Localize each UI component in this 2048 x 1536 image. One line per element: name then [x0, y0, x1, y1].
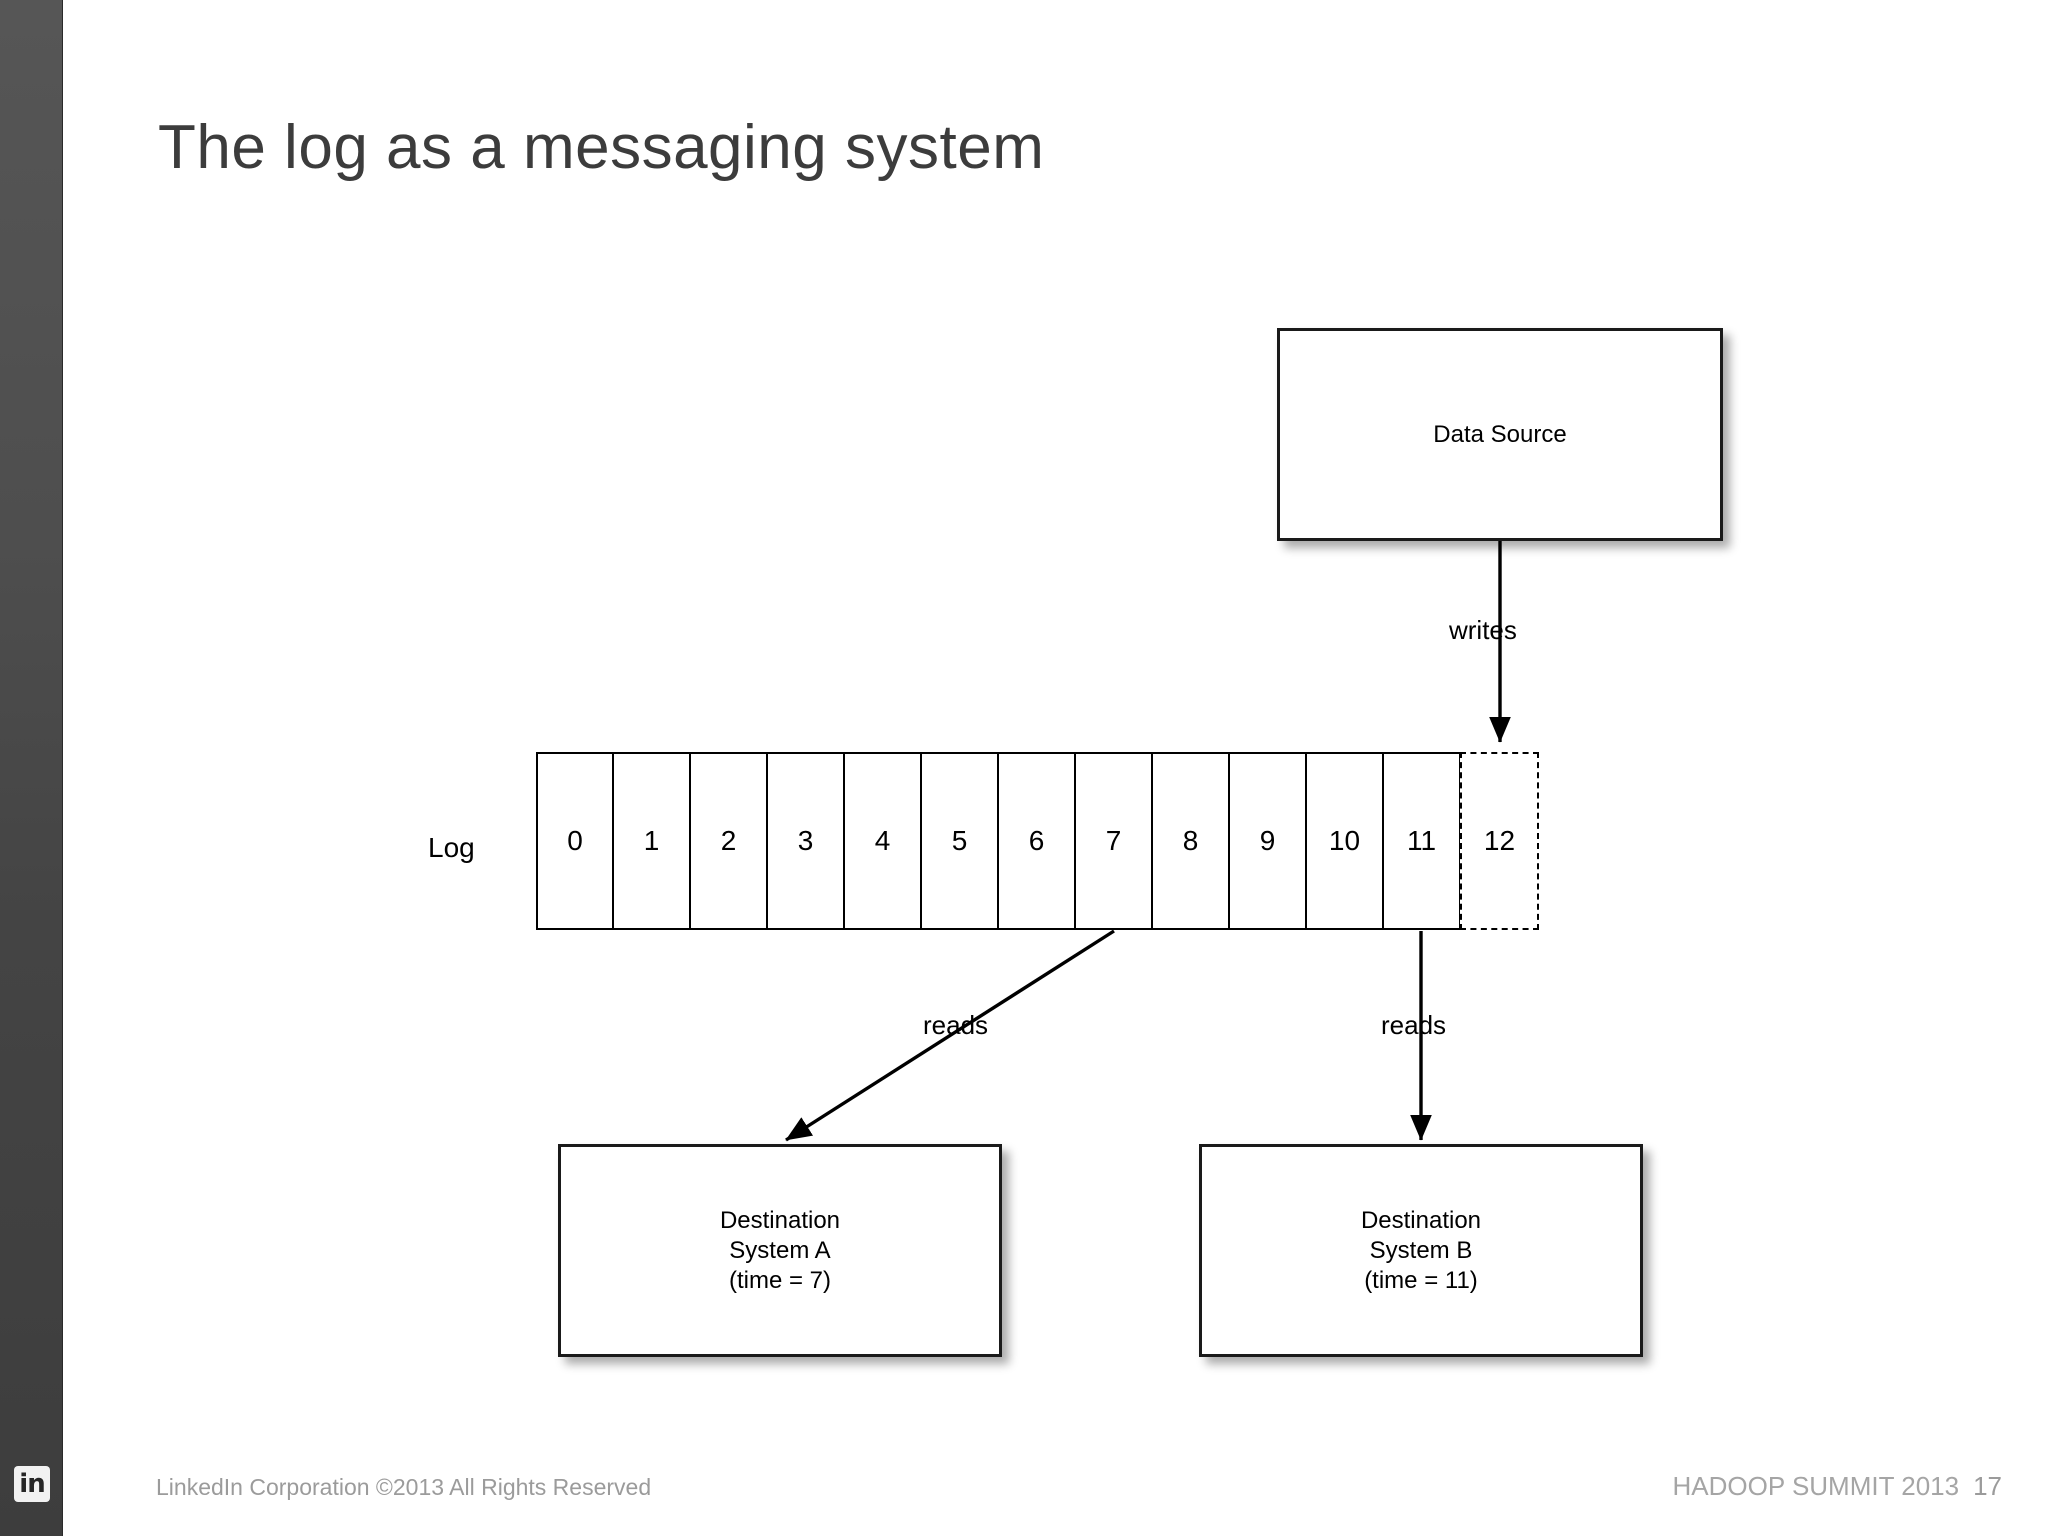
log-cell: 9 [1229, 752, 1306, 930]
log-cell: 2 [690, 752, 767, 930]
destination-system-b-label: Destination System B (time = 11) [1360, 1206, 1482, 1294]
data-source-label: Data Source [1433, 420, 1567, 448]
log-cell: 11 [1383, 752, 1460, 930]
log-cell: 8 [1152, 752, 1229, 930]
footer-event-name: HADOOP SUMMIT 2013 [1672, 1471, 1960, 1501]
log-cell: 4 [844, 752, 921, 930]
destination-system-b-node: Destination System B (time = 11) [1199, 1144, 1643, 1357]
log-cell: 0 [536, 752, 613, 930]
page-number: 17 [1973, 1471, 2002, 1501]
log-cell: 3 [767, 752, 844, 930]
destination-system-a-label: Destination System A (time = 7) [719, 1206, 841, 1294]
log-cell: 6 [998, 752, 1075, 930]
log-label: Log [428, 832, 475, 863]
log-cell: 7 [1075, 752, 1152, 930]
data-source-node: Data Source [1277, 328, 1723, 541]
left-sidebar-bar: in [0, 0, 63, 1536]
log-cell: 1 [613, 752, 690, 930]
reads-edge-label-a: reads [923, 1010, 989, 1040]
log-cell-future: 12 [1460, 752, 1539, 930]
log-cell: 10 [1306, 752, 1383, 930]
footer-event-block: HADOOP SUMMIT 2013 17 [1673, 1471, 2003, 1502]
reads-arrow-a [785, 929, 1115, 1142]
destination-system-a-node: Destination System A (time = 7) [558, 1144, 1002, 1357]
footer-copyright: LinkedIn Corporation ©2013 All Rights Re… [156, 1474, 652, 1500]
reads-edge-label-b: reads [1381, 1010, 1447, 1040]
writes-edge-label: writes [1449, 615, 1517, 645]
log-cell: 5 [921, 752, 998, 930]
linkedin-logo-icon: in [14, 1466, 50, 1502]
page-title: The log as a messaging system [158, 113, 1045, 182]
